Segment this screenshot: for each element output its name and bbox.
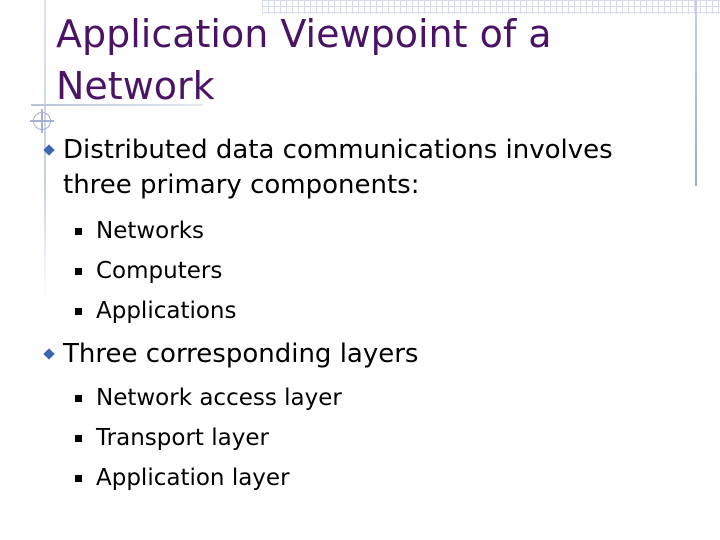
bullet-1-line-1: Distributed data communications involves [63, 135, 613, 165]
horizontal-rule [31, 104, 203, 106]
sub-item-networks: Networks [96, 218, 205, 244]
square-bullet-icon [75, 228, 82, 235]
title-line-2: Network [56, 64, 215, 108]
square-bullet-icon [75, 268, 82, 275]
bullet-1-line-2: three primary components: [63, 170, 420, 200]
sub-item-applications: Applications [96, 298, 237, 324]
sub-item-network-access-layer: Network access layer [96, 385, 342, 411]
square-bullet-icon [75, 435, 82, 442]
right-rule [695, 0, 697, 186]
diamond-bullet-icon [43, 348, 55, 360]
bullet-2: Three corresponding layers [63, 337, 693, 372]
sub-item-application-layer: Application layer [96, 465, 290, 491]
crosshair-icon [30, 109, 54, 133]
sub-item-transport-layer: Transport layer [96, 425, 269, 451]
slide-title: Application Viewpoint of a Network [56, 8, 666, 112]
sub-item-computers: Computers [96, 258, 223, 284]
grid-decoration [262, 0, 720, 14]
square-bullet-icon [75, 308, 82, 315]
title-line-1: Application Viewpoint of a [56, 12, 552, 56]
square-bullet-icon [75, 395, 82, 402]
square-bullet-icon [75, 475, 82, 482]
bullet-2-line-1: Three corresponding layers [63, 339, 419, 369]
bullet-1: Distributed data communications involves… [63, 133, 693, 203]
